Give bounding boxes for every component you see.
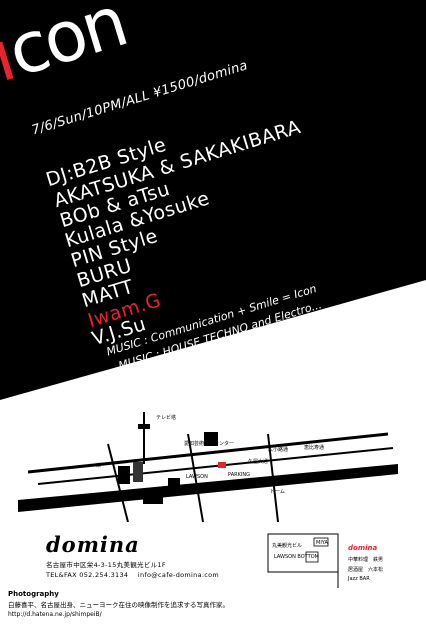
building [204, 432, 218, 446]
mini-map-store [313, 537, 329, 547]
map-label-hisaya: 久屋大通 [248, 459, 269, 465]
venue-address: 名古屋市中区栄4-3-15丸美観光ビル1F [46, 561, 166, 569]
venue-name: domina [46, 532, 140, 557]
domina-marker [218, 462, 226, 468]
building [168, 478, 180, 486]
main-road [18, 464, 398, 512]
road-cross [187, 433, 204, 523]
road-cross [267, 433, 279, 523]
mini-map-building [305, 551, 319, 563]
photo-credit: Photography 白藤喜平、名古屋出身、ニューヨーク在住の映像制作を追求す… [8, 590, 408, 618]
mini-map: 丸美観光ビル MIYA LAWSON BOTTOM domina 中華料理 鉄男… [266, 528, 411, 590]
building [133, 462, 143, 482]
mini-map-graphic [267, 533, 339, 588]
map-label-tv-tower: テレビ塔 [156, 415, 177, 421]
venue-tel: TEL&FAX 052.254.3134 [46, 571, 129, 579]
photo-credit-title: Photography [8, 590, 59, 598]
area-map: テレビ塔 愛知芸術文化センター PARKING LAWSON 久屋大通 栄 広小… [18, 404, 398, 523]
map-label-dome: ドーム [270, 489, 285, 495]
map-label-culture-center: 愛知芸術文化センター [184, 441, 235, 447]
venue-email[interactable]: info@cafe-domina.com [137, 571, 220, 579]
map-label-sakae: 栄 [96, 463, 102, 469]
mini-map-label-lawson: LAWSON BOTTOM [274, 554, 319, 560]
black-diagonal-panel [0, 0, 426, 400]
map-graphic [18, 412, 398, 523]
map-label-lawson: LAWSON [186, 474, 208, 480]
photo-credit-url[interactable]: http://d.hatena.ne.jp/shimpeiB/ [8, 611, 102, 618]
road-middle [37, 447, 394, 485]
road-upper [27, 432, 389, 474]
mini-map-label-store: MIYA [316, 540, 328, 546]
building [143, 492, 163, 504]
map-label-ebisu: 恵比寿通 [304, 445, 325, 451]
mini-map-label-domina: domina [348, 544, 378, 552]
map-label-parking: PARKING [228, 472, 250, 478]
mini-map-label-dot: 中華料理 鉄男 [348, 557, 384, 563]
mini-map-label-dot: 居酒屋 六本松 [348, 567, 384, 573]
building [118, 466, 130, 484]
venue-block: domina 名古屋市中区栄4-3-15丸美観光ビル1F TEL&FAX 052… [46, 532, 266, 579]
map-label-hirokoji: 広小路通 [268, 447, 289, 453]
venue-contact: TEL&FAX 052.254.3134 info@cafe-domina.co… [46, 571, 266, 579]
mini-map-label-building: 丸美観光ビル [272, 543, 303, 549]
photo-credit-description: 白藤喜平、名古屋出身、ニューヨーク在住の映像制作を追求する写真作家。 [8, 601, 229, 609]
mini-map-label-dot: Jazz BAR [348, 576, 370, 582]
tv-tower-deck [138, 424, 150, 429]
